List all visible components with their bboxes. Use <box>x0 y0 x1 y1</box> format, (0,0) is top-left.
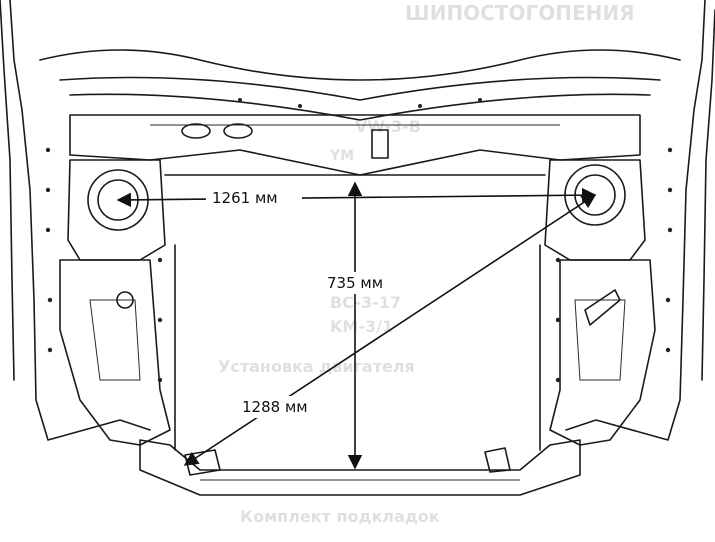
bleed-heading: ШИПОСТОГОПЕНИЯ <box>405 1 635 25</box>
height-dimension-label: 735 мм <box>327 274 383 292</box>
bleed-line: BC-3-17 <box>330 293 401 312</box>
left-strut-tower <box>67 159 166 261</box>
radiator-support-top <box>69 114 641 176</box>
bleed-line: Установка двигателя <box>218 357 415 376</box>
width-dimension-label: 1261 мм <box>212 189 278 207</box>
upper-crossmember-lower <box>69 93 651 121</box>
bleed-line: YM <box>329 148 354 164</box>
diagonal-dimension-line <box>183 194 597 466</box>
right-fender-outline <box>565 0 706 441</box>
bolt-holes <box>45 98 673 383</box>
width-dimension-line <box>116 187 597 208</box>
right-outer-edge <box>701 9 715 381</box>
bleed-line: KM-3/1 <box>330 317 393 336</box>
bleed-through-text: ШИПОСТОГОПЕНИЯ VW-3-B YM BC-3-17 KM-3/1 … <box>218 1 635 526</box>
right-side-member <box>549 259 656 446</box>
oval-slot <box>223 123 253 139</box>
front-end-structure <box>0 0 715 496</box>
upper-crossmember <box>59 76 661 101</box>
bleed-line: Комплект подкладок <box>240 507 440 526</box>
upper-cowl <box>39 49 681 81</box>
left-fender-outline <box>9 0 151 441</box>
oval-slot <box>181 123 211 139</box>
left-outer-edge <box>0 0 15 381</box>
right-lower-bracket <box>484 447 511 473</box>
diagonal-dimension-label: 1288 мм <box>242 398 308 416</box>
left-side-member <box>59 259 171 446</box>
center-bracket <box>371 129 389 159</box>
lower-crossmember <box>139 439 581 496</box>
dimension-lines: 1261 мм 735 мм 1288 мм <box>116 181 597 470</box>
